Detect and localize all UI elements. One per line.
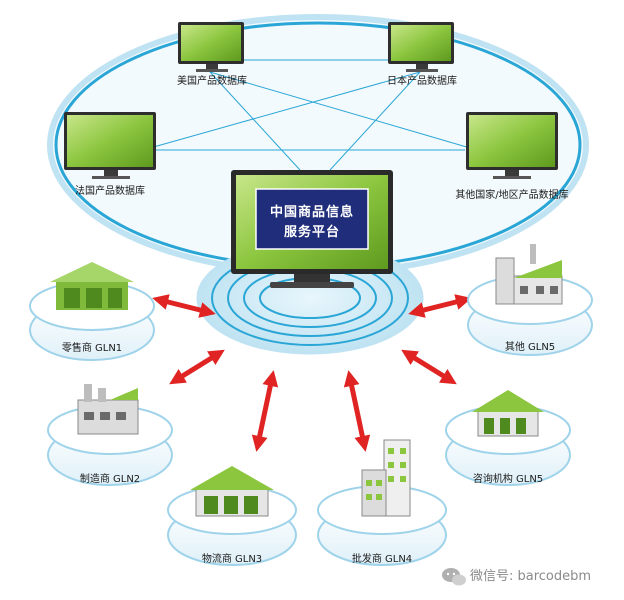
outer-ring [47, 14, 589, 276]
arrow-wholesaler [343, 370, 371, 452]
arrow-other [408, 294, 472, 318]
wechat-icon [442, 568, 466, 586]
monitor-japan [388, 22, 454, 72]
industrial-building-icon [495, 244, 563, 305]
node-consulting [445, 390, 571, 486]
monitor-usa [178, 22, 244, 72]
node-wholesaler [317, 439, 447, 566]
institution-icon [472, 390, 544, 437]
arrow-logistics [251, 370, 279, 452]
node-logistics [167, 466, 297, 566]
arrow-consulting [401, 349, 457, 385]
node-manufacturer [47, 384, 173, 486]
factory-icon [77, 384, 139, 435]
label-japan-database: 日本产品数据库 [387, 74, 457, 87]
label-logistics: 物流商 GLN3 [202, 552, 262, 565]
arrow-retailer [152, 294, 216, 318]
label-usa-database: 美国产品数据库 [177, 74, 247, 87]
database-links [149, 59, 471, 171]
store-icon [50, 262, 134, 310]
label-other-database: 其他国家/地区产品数据库 [455, 188, 568, 201]
monitor-other [466, 112, 558, 179]
warehouse-icon [190, 466, 274, 517]
center-title-line1: 中国商品信息 [270, 204, 354, 220]
office-tower-icon [361, 439, 411, 517]
label-manufacturer: 制造商 GLN2 [80, 472, 140, 485]
label-consulting: 咨询机构 GLN5 [473, 472, 543, 485]
center-monitor [231, 170, 393, 288]
label-other: 其他 GLN5 [505, 340, 555, 353]
label-retailer: 零售商 GLN1 [62, 341, 122, 354]
monitor-france [64, 112, 156, 179]
connection-arrows [152, 294, 472, 452]
watermark-text: 微信号: barcodebm [470, 569, 591, 584]
arrow-manufacturer [169, 349, 225, 385]
node-retailer [29, 262, 155, 361]
node-other [467, 244, 593, 356]
center-title-line2: 服务平台 [284, 224, 340, 240]
label-france-database: 法国产品数据库 [75, 184, 145, 197]
label-wholesaler: 批发商 GLN4 [352, 552, 412, 565]
